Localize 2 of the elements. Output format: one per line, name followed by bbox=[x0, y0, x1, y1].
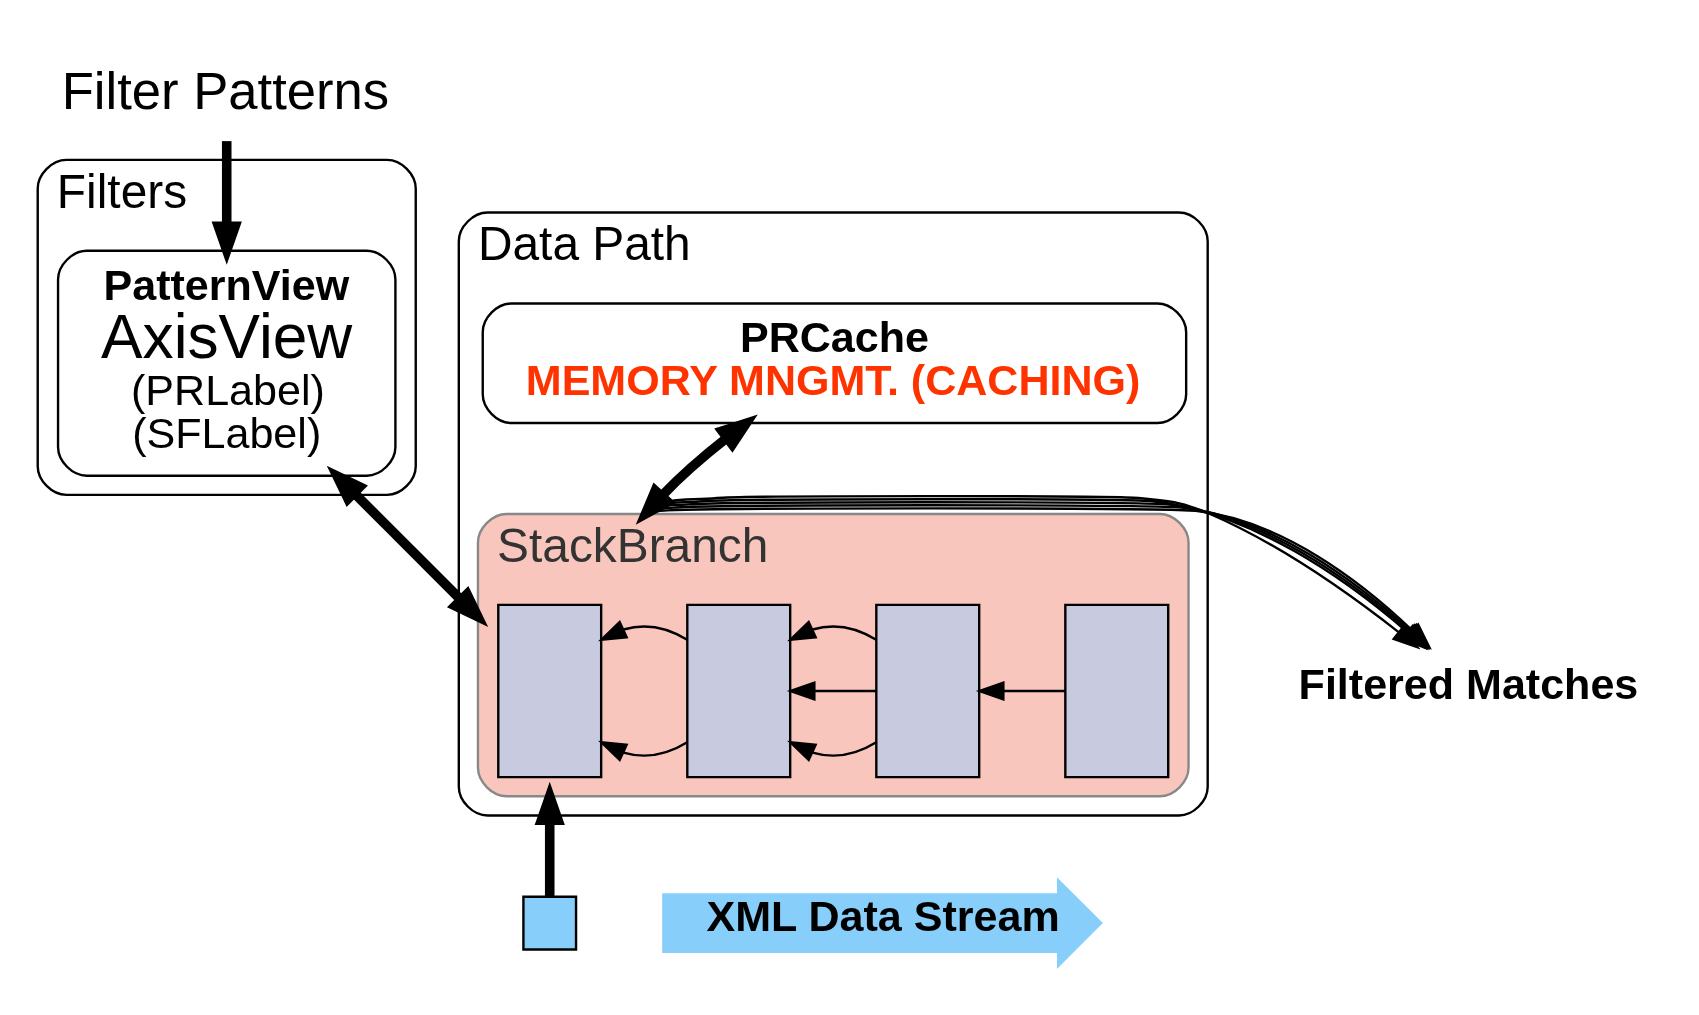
node-text: Filtered Matches bbox=[1298, 659, 1638, 708]
node-text: Filter Patterns bbox=[61, 60, 389, 120]
